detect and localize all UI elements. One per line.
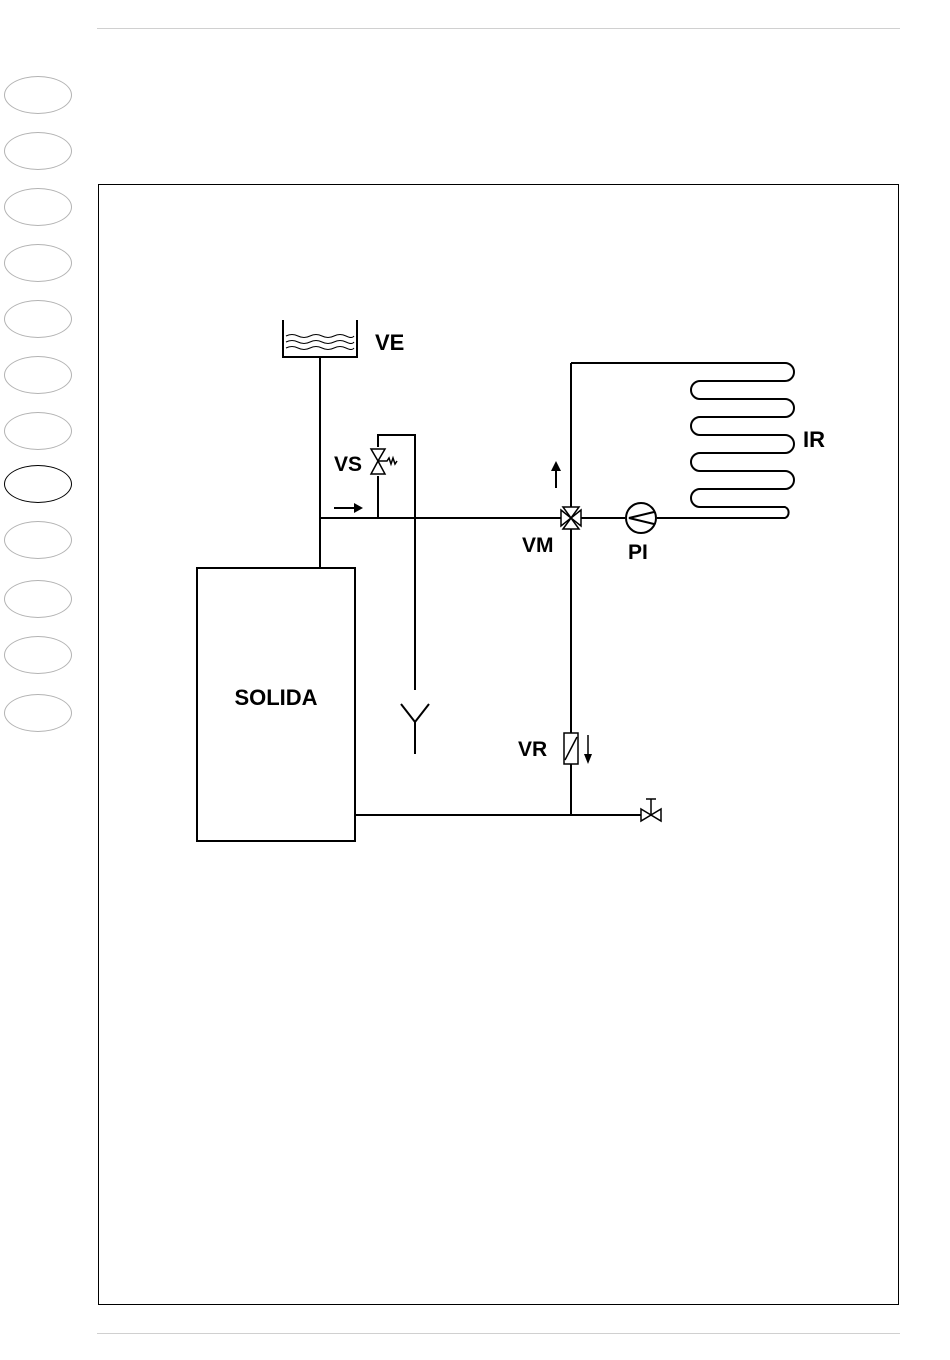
expansion-vessel — [283, 320, 357, 357]
discharge-funnel — [401, 704, 429, 754]
label-boiler: SOLIDA — [234, 685, 317, 710]
footer-rule — [97, 1333, 900, 1334]
check-valve-direction-arrow — [584, 735, 592, 764]
pump-icon — [626, 503, 656, 533]
mixing-valve-icon — [561, 507, 581, 529]
label-pi: PI — [628, 541, 648, 564]
label-vs: VS — [334, 453, 362, 476]
drain-valve-icon — [641, 799, 661, 821]
label-vm: VM — [522, 534, 554, 557]
safety-valve-icon — [371, 449, 397, 474]
label-ir: IR — [803, 427, 825, 452]
check-valve-icon — [564, 733, 578, 764]
radiant-coil — [571, 363, 794, 518]
label-ve: VE — [375, 330, 404, 355]
supply-direction-arrow — [551, 461, 561, 488]
label-vr: VR — [518, 738, 547, 761]
flow-direction-arrow — [334, 503, 363, 513]
